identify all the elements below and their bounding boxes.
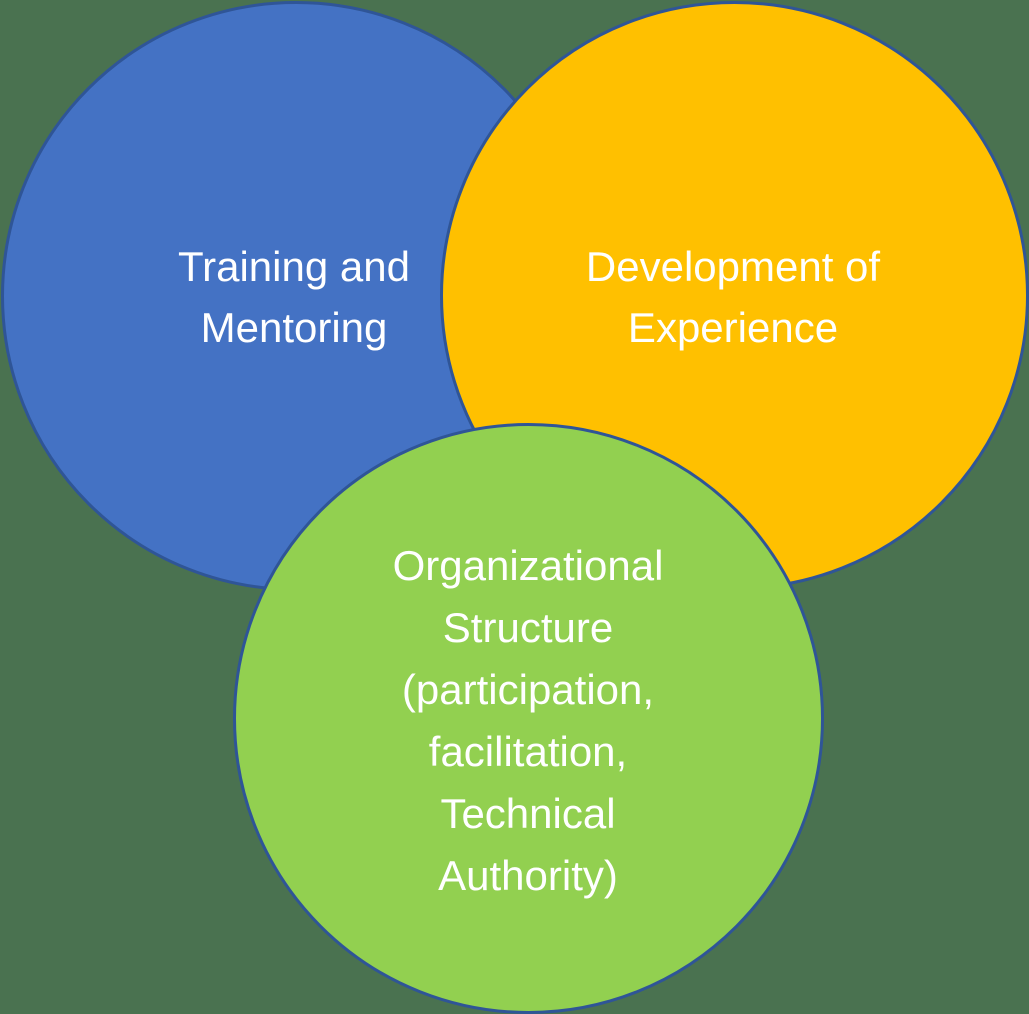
organization-label-line-5: Technical xyxy=(440,790,616,837)
organization-label-line-1: Organizational xyxy=(392,542,664,589)
organization-label: Organizational Structure (participation,… xyxy=(393,535,664,907)
training-label: Training and Mentoring xyxy=(178,236,410,358)
organization-label-line-6: Authority) xyxy=(438,852,618,899)
experience-label-line-2: Experience xyxy=(627,304,839,351)
organization-label-line-2: Structure xyxy=(442,604,614,651)
experience-label: Development of Experience xyxy=(586,236,880,358)
training-label-line-2: Mentoring xyxy=(200,304,388,351)
experience-label-line-1: Development of xyxy=(585,243,881,290)
organization-label-line-4: facilitation, xyxy=(428,728,628,775)
organization-circle xyxy=(233,423,824,1014)
organization-label-line-3: (participation, xyxy=(401,666,655,713)
training-label-line-1: Training and xyxy=(178,243,410,290)
